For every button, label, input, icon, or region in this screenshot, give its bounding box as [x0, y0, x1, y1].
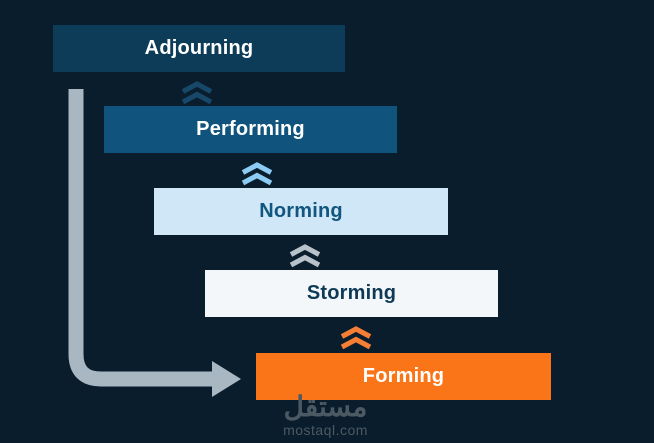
flow-arrow: [68, 89, 241, 397]
watermark-logo: مستقل: [283, 391, 368, 422]
stage-label: Storming: [306, 282, 397, 304]
watermark: مستقل mostaql.com: [258, 391, 393, 438]
watermark-domain: mostaql.com: [283, 422, 368, 438]
stage-label: Adjourning: [144, 37, 254, 59]
up-chevron-icon: [241, 162, 273, 186]
up-chevron-icon: [181, 81, 213, 105]
stage-box-performing: Performing: [104, 106, 397, 153]
stage-box-storming: Storming: [205, 270, 498, 317]
up-chevron-icon: [340, 326, 372, 350]
stage-label: Performing: [196, 118, 305, 140]
stage-label: Forming: [362, 365, 445, 387]
stage-label: Norming: [259, 200, 343, 222]
up-chevron-icon: [289, 244, 321, 268]
stage-box-adjourning: Adjourning: [53, 25, 345, 72]
stage-box-norming: Norming: [154, 188, 448, 235]
stage-box-forming: Forming: [256, 353, 551, 400]
